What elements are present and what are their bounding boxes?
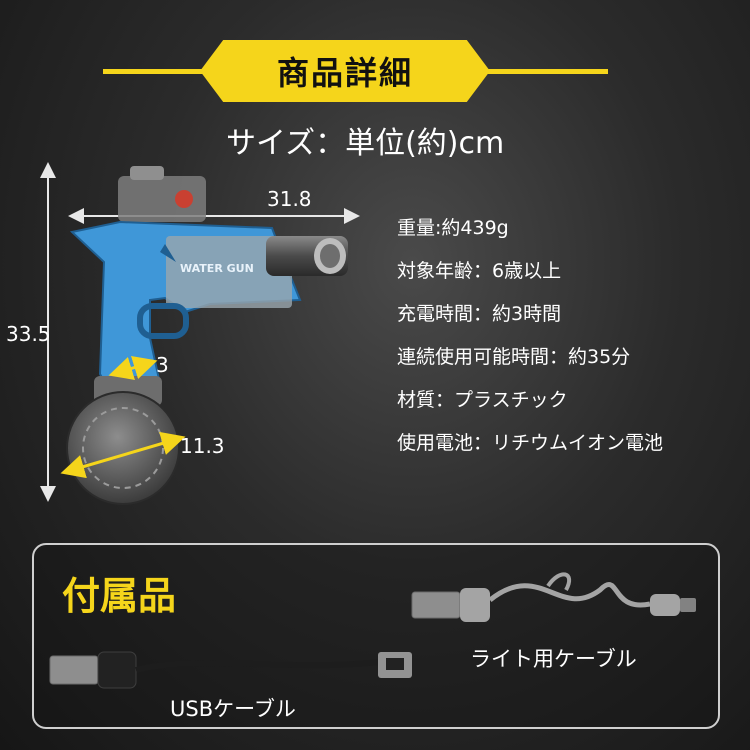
drum-arrow xyxy=(60,431,186,479)
gun-body: WATER GUN xyxy=(69,220,302,398)
spec-usage-time: 連続使用可能時間：約35分 xyxy=(397,346,631,368)
width-dimension-label: 31.8 xyxy=(267,187,312,211)
spec-age: 対象年齢：6歳以上 xyxy=(397,260,562,282)
height-dimension-label: 33.5 xyxy=(6,322,51,346)
spec-weight: 重量:約439g xyxy=(397,217,509,239)
gun-barrel xyxy=(266,236,348,276)
accessories-box xyxy=(32,543,720,729)
spec-battery: 使用電池：リチウムイオン電池 xyxy=(397,432,664,454)
spec-material: 材質：プラスチック xyxy=(397,389,568,411)
grip-dimension-label: 3 xyxy=(156,353,169,377)
usb-cable-label: USBケーブル xyxy=(170,697,296,721)
light-cable-label: ライト用ケーブル xyxy=(470,647,637,671)
gun-drum xyxy=(66,376,180,505)
title-banner xyxy=(200,40,490,102)
banner-line-right xyxy=(478,69,608,74)
page-title: 商品詳細 xyxy=(276,54,413,92)
spec-list: 重量:約439g 対象年齢：6歳以上 充電時間：約3時間 連続使用可能時間：約3… xyxy=(397,213,663,471)
banner-line-left xyxy=(103,69,213,74)
gun-scope xyxy=(118,166,206,222)
grip-arrow xyxy=(108,356,158,380)
spec-charge-time: 充電時間：約3時間 xyxy=(397,303,562,325)
size-unit-label: サイズ：単位(約)cm xyxy=(226,126,505,161)
usb-cable-image xyxy=(49,651,412,689)
accessories-title: 付属品 xyxy=(62,574,177,618)
gun-print: WATER GUN xyxy=(180,262,254,275)
drum-dimension-label: 11.3 xyxy=(180,434,225,458)
light-cable-image xyxy=(411,572,696,622)
